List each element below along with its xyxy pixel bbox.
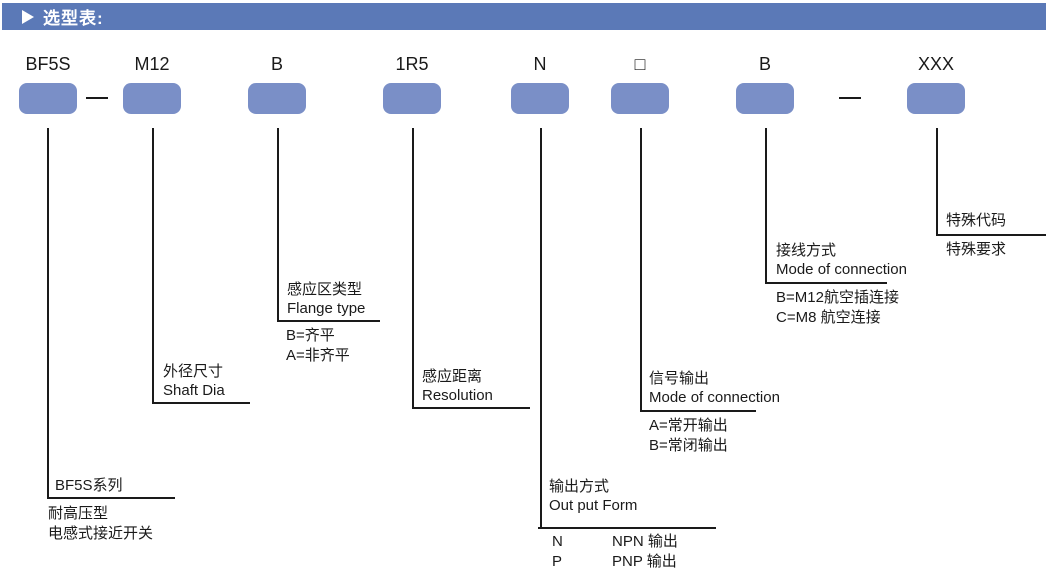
- segment-options-connection: B=M12航空插连接 C=M8 航空连接: [776, 288, 899, 328]
- underline: [412, 407, 530, 409]
- code-box-connection: [736, 83, 794, 114]
- option-line: A=非齐平: [286, 347, 350, 364]
- connector-line: [277, 128, 279, 320]
- title-line: 信号输出: [649, 370, 710, 387]
- connector-line: [412, 128, 414, 407]
- code-box-shaft-dia: [123, 83, 181, 114]
- title-line: 接线方式: [776, 242, 837, 259]
- code-box-resolution: [383, 83, 441, 114]
- code-label-signal: □: [634, 54, 646, 74]
- title-line: 输出方式: [549, 478, 610, 495]
- option-line: 电感式接近开关: [48, 525, 154, 542]
- option-code: N: [552, 533, 563, 550]
- segment-options-flange: B=齐平 A=非齐平: [286, 326, 350, 366]
- option-desc: NPN 输出: [612, 533, 678, 550]
- code-label-output-form: N: [533, 54, 547, 74]
- title-line: Shaft Dia: [163, 382, 225, 399]
- option-line: 耐高压型: [48, 505, 109, 522]
- title-line: 感应区类型: [287, 281, 363, 298]
- code-label-shaft-dia: M12: [134, 54, 170, 74]
- code-box-output-form: [511, 83, 569, 114]
- segment-options-output-form: N NPN 输出 P PNP 输出: [552, 532, 678, 572]
- play-arrow-icon: [22, 9, 34, 24]
- code-box-series: [19, 83, 77, 114]
- underline: [538, 527, 716, 529]
- title-line: Mode of connection: [649, 389, 780, 406]
- segment-title-series: BF5S系列: [55, 476, 123, 495]
- segment-options-series: 耐高压型 电感式接近开关: [48, 504, 153, 544]
- title-line: 外径尺寸: [163, 363, 224, 380]
- title-line: 感应距离: [422, 368, 483, 385]
- option-line: B=常闭输出: [649, 437, 728, 454]
- code-label-series: BF5S: [25, 54, 71, 74]
- option-desc: PNP 输出: [612, 553, 677, 570]
- connector-line: [936, 128, 938, 234]
- underline: [640, 410, 756, 412]
- underline: [765, 282, 887, 284]
- segment-options-signal: A=常开输出 B=常闭输出: [649, 416, 728, 456]
- segment-title-signal: 信号输出 Mode of connection: [649, 369, 780, 407]
- option-line: C=M8 航空连接: [776, 309, 881, 326]
- option-row: N NPN 输出: [552, 532, 678, 552]
- title-line: Resolution: [422, 387, 493, 404]
- connector-line: [47, 128, 49, 497]
- option-line: 特殊要求: [946, 241, 1007, 258]
- connector-line: [540, 128, 542, 527]
- segment-title-shaft-dia: 外径尺寸 Shaft Dia: [163, 362, 225, 400]
- code-label-flange: B: [270, 54, 283, 74]
- code-box-special: [907, 83, 965, 114]
- section-title: 选型表:: [43, 9, 104, 28]
- segment-title-flange: 感应区类型 Flange type: [287, 280, 365, 318]
- option-line: A=常开输出: [649, 417, 728, 434]
- title-line: Flange type: [287, 300, 366, 317]
- option-line: B=齐平: [286, 327, 335, 344]
- connector-line: [640, 128, 642, 410]
- segment-options-special: 特殊要求: [946, 240, 1006, 260]
- separator-dash: [86, 97, 108, 99]
- connector-line: [152, 128, 154, 402]
- segment-title-connection: 接线方式 Mode of connection: [776, 241, 907, 279]
- separator-dash: [839, 97, 861, 99]
- title-line: Mode of connection: [776, 261, 907, 278]
- code-label-connection: B: [758, 54, 771, 74]
- connector-line: [765, 128, 767, 282]
- title-line: BF5S系列: [55, 477, 123, 494]
- option-line: B=M12航空插连接: [776, 289, 899, 306]
- code-label-resolution: 1R5: [395, 54, 429, 74]
- code-box-flange: [248, 83, 306, 114]
- underline: [936, 234, 1046, 236]
- section-header: 选型表:: [2, 3, 1046, 30]
- title-line: 特殊代码: [946, 212, 1007, 229]
- segment-title-resolution: 感应距离 Resolution: [422, 367, 493, 405]
- code-box-signal: [611, 83, 669, 114]
- code-label-special: XXX: [917, 54, 955, 74]
- underline: [152, 402, 250, 404]
- title-line: Out put Form: [549, 497, 638, 514]
- option-code: P: [552, 553, 563, 570]
- option-row: P PNP 输出: [552, 552, 678, 572]
- segment-title-output-form: 输出方式 Out put Form: [549, 477, 637, 515]
- segment-title-special: 特殊代码: [946, 211, 1006, 230]
- underline: [277, 320, 380, 322]
- underline: [47, 497, 175, 499]
